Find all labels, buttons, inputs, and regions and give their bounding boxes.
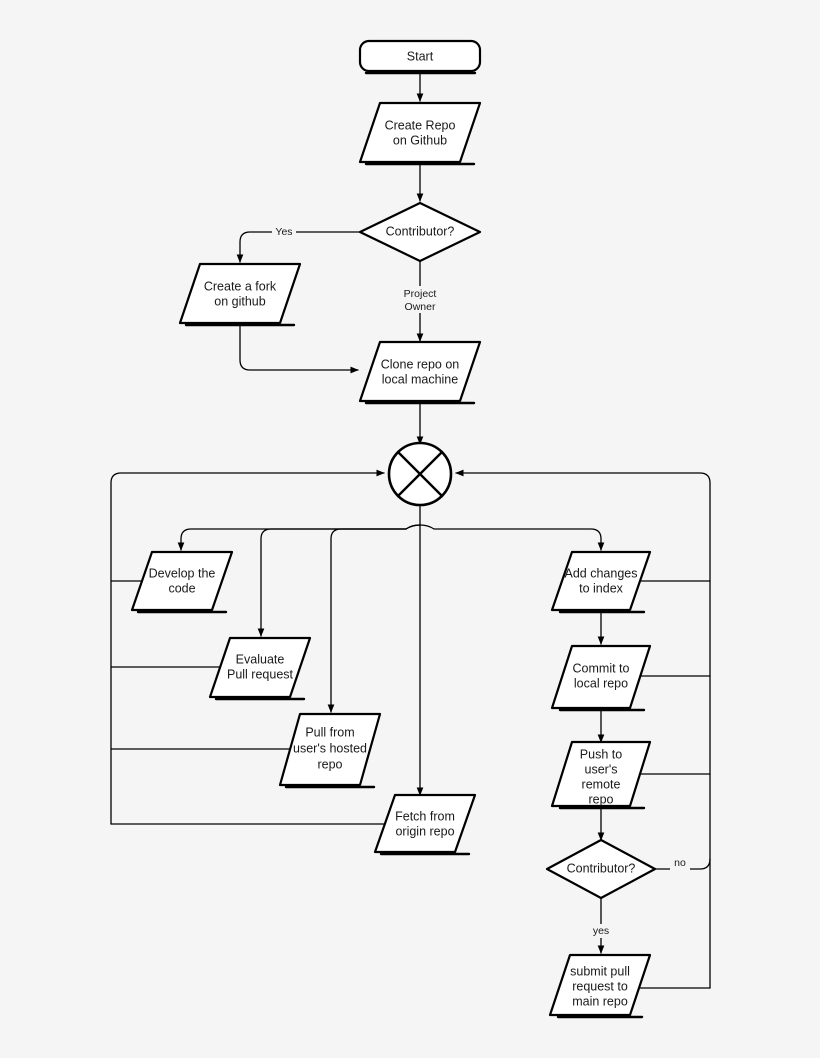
fetch-origin-label-line1: Fetch from [395, 809, 455, 823]
pull-hosted-label-line1: Pull from [305, 725, 354, 739]
contributor1-shape [358, 201, 482, 263]
submit-pr-label-line2: request to [572, 979, 628, 993]
node-contributor-question-2[interactable]: Contributor? [545, 838, 657, 900]
edge-right-feedback-trunk [455, 469, 711, 989]
node-clone-repo[interactable]: Clone repo on local machine [358, 340, 482, 405]
push-remote-label-line4: repo [588, 792, 613, 806]
junction-cross-line-2 [396, 450, 444, 498]
edge-left-feedback-trunk [110, 469, 385, 825]
node-add-changes-to-index[interactable]: Add changes to index [550, 550, 652, 614]
edge-label-yes-fork: Yes [272, 225, 296, 239]
node-create-fork[interactable]: Create a fork on github [178, 262, 302, 327]
contributor2-label: Contributor? [567, 861, 636, 875]
clone-repo-label-line1: Clone repo on [381, 357, 460, 371]
create-fork-label-line2: on github [214, 294, 265, 308]
node-start[interactable]: Start [358, 39, 482, 75]
evaluate-pr-shape [208, 636, 312, 699]
node-commit-to-local-repo[interactable]: Commit to local repo [550, 644, 652, 712]
edge-contributor2-no-to-right-trunk [654, 858, 711, 870]
push-remote-shape [550, 740, 652, 808]
pull-hosted-label-line3: repo [317, 757, 342, 771]
push-remote-label-line1: Push to [580, 747, 622, 761]
edge-contributor1-yes-to-create-fork [236, 231, 361, 263]
add-changes-label-line1: Add changes [565, 566, 638, 580]
commit-local-label-line1: Commit to [573, 661, 630, 675]
clone-repo-shape [358, 340, 482, 403]
submit-pr-shape [548, 953, 652, 1017]
contributor1-label: Contributor? [386, 224, 455, 238]
node-push-to-remote-repo[interactable]: Push to user's remote repo [550, 740, 652, 810]
evaluate-pr-label-line2: Pull request [227, 667, 294, 681]
fetch-origin-label-line2: origin repo [395, 824, 454, 838]
clone-repo-label-line2: local machine [382, 372, 458, 386]
contributor2-shape [545, 838, 657, 900]
create-fork-label-line1: Create a fork [204, 279, 277, 293]
edge-label-yes-branch: yes [589, 924, 613, 938]
add-changes-label-line2: to index [579, 581, 624, 595]
evaluate-pr-label-line1: Evaluate [236, 652, 285, 666]
edge-label-no-branch: no [670, 856, 690, 870]
fetch-origin-shape [373, 793, 477, 854]
node-contributor-question-1[interactable]: Contributor? [358, 201, 482, 263]
node-evaluate-pull-request[interactable]: Evaluate Pull request [208, 636, 312, 701]
start-shape [358, 39, 482, 73]
pull-hosted-label-line2: user's hosted [293, 741, 367, 755]
develop-code-label-line2: code [168, 581, 195, 595]
develop-code-label-line1: Develop the [149, 566, 216, 580]
svg-text:no: no [674, 857, 686, 869]
project-owner-line1: Project [404, 288, 437, 300]
edge-create-fork-to-clone-repo [239, 322, 359, 374]
node-pull-from-hosted-repo[interactable]: Pull from user's hosted repo [278, 712, 382, 789]
create-repo-label-line1: Create Repo [385, 118, 456, 132]
svg-text:Yes: Yes [275, 226, 292, 238]
svg-text:yes: yes [593, 925, 609, 937]
edge-junction-to-pull-hosted [327, 524, 421, 713]
edge-label-project-owner: Project Owner [398, 286, 442, 313]
push-remote-label-line3: remote [582, 777, 621, 791]
start-label: Start [407, 49, 434, 63]
commit-local-label-line2: local repo [574, 676, 628, 690]
node-fetch-from-origin[interactable]: Fetch from origin repo [373, 793, 477, 856]
submit-pr-label-line1: submit pull [570, 964, 630, 978]
node-develop-code[interactable]: Develop the code [130, 550, 234, 614]
node-create-repo[interactable]: Create Repo on Github [358, 101, 482, 166]
create-fork-shape [178, 262, 302, 325]
add-changes-shape [550, 550, 652, 612]
submit-pr-label-line3: main repo [572, 994, 628, 1008]
node-submit-pull-request[interactable]: submit pull request to main repo [548, 953, 652, 1019]
project-owner-line2: Owner [405, 301, 436, 313]
create-repo-label-line2: on Github [393, 133, 447, 147]
edge-junction-to-evaluate-pr [257, 524, 421, 637]
create-repo-shape [358, 101, 482, 164]
node-summing-junction[interactable] [387, 441, 453, 507]
push-remote-label-line2: user's [585, 762, 618, 776]
commit-local-shape [550, 644, 652, 710]
edge-junction-to-add-changes [419, 524, 605, 551]
pull-hosted-shape [278, 712, 382, 787]
develop-code-shape [130, 550, 234, 612]
